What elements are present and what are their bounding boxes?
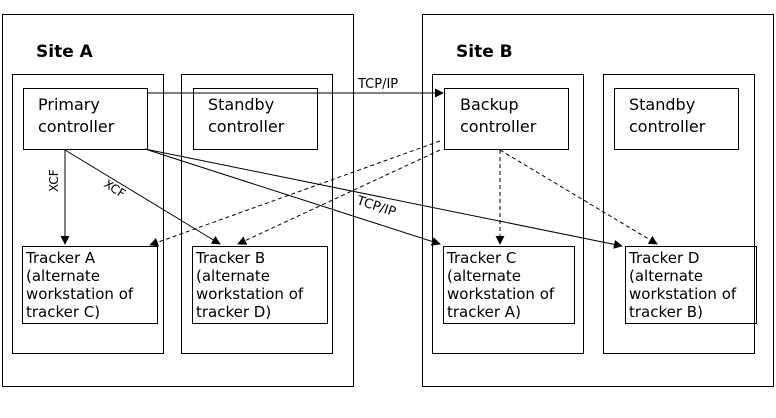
site-a-title: Site A: [36, 42, 93, 62]
standby-controller-a-label: Standby controller: [208, 95, 285, 136]
site-b-column-2: [603, 74, 755, 354]
primary-controller-label: Primary controller: [38, 95, 115, 136]
tracker-b-box: [192, 246, 328, 324]
tcpip-link-primary-to-tracker-c: [144, 148, 441, 246]
tcpip-link-primary-to-tracker-d: [144, 148, 623, 249]
site-b-column-1: [432, 74, 584, 354]
standby-controller-b-box: [614, 88, 739, 150]
tracker-a-box: [22, 246, 158, 324]
primary-controller-box: [23, 88, 148, 150]
tcpip-label-top: TCP/IP: [357, 77, 398, 92]
tracker-a-label: Tracker A (alternate workstation of trac…: [26, 249, 134, 321]
xcf-label-vertical: XCF: [47, 169, 61, 192]
tracker-c-label: Tracker C (alternate workstation of trac…: [447, 249, 555, 321]
tcpip-label-mid: TCP/IP: [354, 193, 398, 220]
site-a-column-1: [12, 74, 164, 354]
xcf-link-primary-to-tracker-b: [64, 149, 221, 245]
backup-link-to-tracker-d: [499, 149, 658, 245]
site-a-column-2: [181, 74, 333, 354]
standby-controller-a-box: [193, 88, 318, 150]
tracker-c-box: [443, 246, 575, 324]
xcf-label-diagonal: XCF: [101, 177, 128, 201]
backup-controller-box: [444, 88, 569, 150]
backup-link-to-tracker-b: [237, 149, 441, 245]
site-b-frame: [422, 14, 774, 387]
site-a-frame: [2, 14, 354, 387]
backup-controller-label: Backup controller: [460, 95, 537, 136]
tracker-d-label: Tracker D (alternate workstation of trac…: [629, 249, 737, 321]
backup-link-to-tracker-a: [149, 140, 441, 247]
tracker-b-label: Tracker B (alternate workstation of trac…: [196, 249, 304, 321]
site-b-title: Site B: [456, 42, 513, 62]
tracker-d-box: [625, 246, 757, 324]
standby-controller-b-label: Standby controller: [629, 95, 706, 136]
